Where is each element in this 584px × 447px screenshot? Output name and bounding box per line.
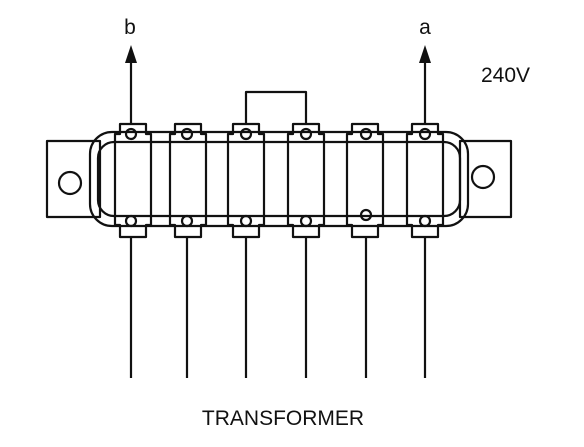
terminal-a-label: a (419, 16, 431, 39)
output-lead-b (125, 45, 137, 124)
voltage-label: 240V (481, 64, 530, 87)
jumper-link (246, 92, 306, 124)
output-lead-a (419, 45, 431, 124)
transformer-caption: TRANSFORMER (202, 407, 364, 430)
left-mounting-tab (47, 141, 100, 217)
terminal-b-label: b (124, 16, 136, 39)
transformer-wires (131, 237, 425, 378)
terminal-block-body (90, 132, 468, 226)
